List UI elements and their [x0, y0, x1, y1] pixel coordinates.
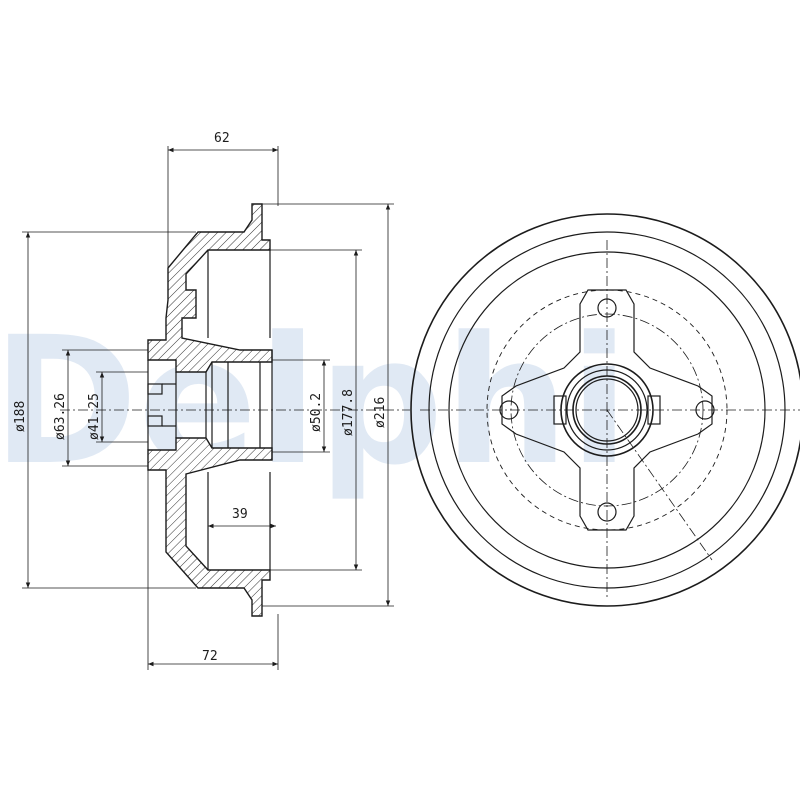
drum-outer-circle: [410, 213, 800, 607]
hub-bore-inner: [575, 378, 639, 442]
dim-dia-188: ø188: [13, 401, 28, 432]
stud-hole-bottom: [597, 502, 617, 522]
drum-inner-circle: [448, 251, 766, 569]
stud-hole-left: [499, 400, 519, 420]
hub-flange: [501, 289, 713, 531]
dim-depth-39: 39: [232, 507, 248, 522]
section-view: 62 72 39 ø188 ø63.26 ø41.25 ø50.2 ø: [13, 131, 410, 670]
drum-rim-circle: [428, 231, 786, 589]
hub-outer-ring: [560, 363, 654, 457]
hub-bore: [572, 375, 642, 445]
bolt-circle: [486, 289, 728, 531]
dim-width-62: 62: [214, 131, 230, 146]
diagonal-centerline: [606, 409, 713, 561]
hub-notch-left: [553, 395, 567, 425]
dim-dia-177-8: ø177.8: [341, 389, 356, 436]
stud-hole-top: [597, 298, 617, 318]
dim-dia-216: ø216: [373, 397, 388, 428]
dim-dia-63-26: ø63.26: [53, 393, 68, 440]
stud-hole-right: [695, 400, 715, 420]
hub-notch-right: [647, 395, 661, 425]
dim-dia-41-25: ø41.25: [87, 393, 102, 440]
watermark-text: Delphi: [0, 299, 629, 504]
dim-width-72: 72: [202, 649, 218, 664]
dim-dia-50-2: ø50.2: [309, 393, 324, 432]
front-view: [410, 213, 800, 607]
hub-ring-2: [566, 369, 648, 451]
pcd-circle: [510, 313, 704, 507]
